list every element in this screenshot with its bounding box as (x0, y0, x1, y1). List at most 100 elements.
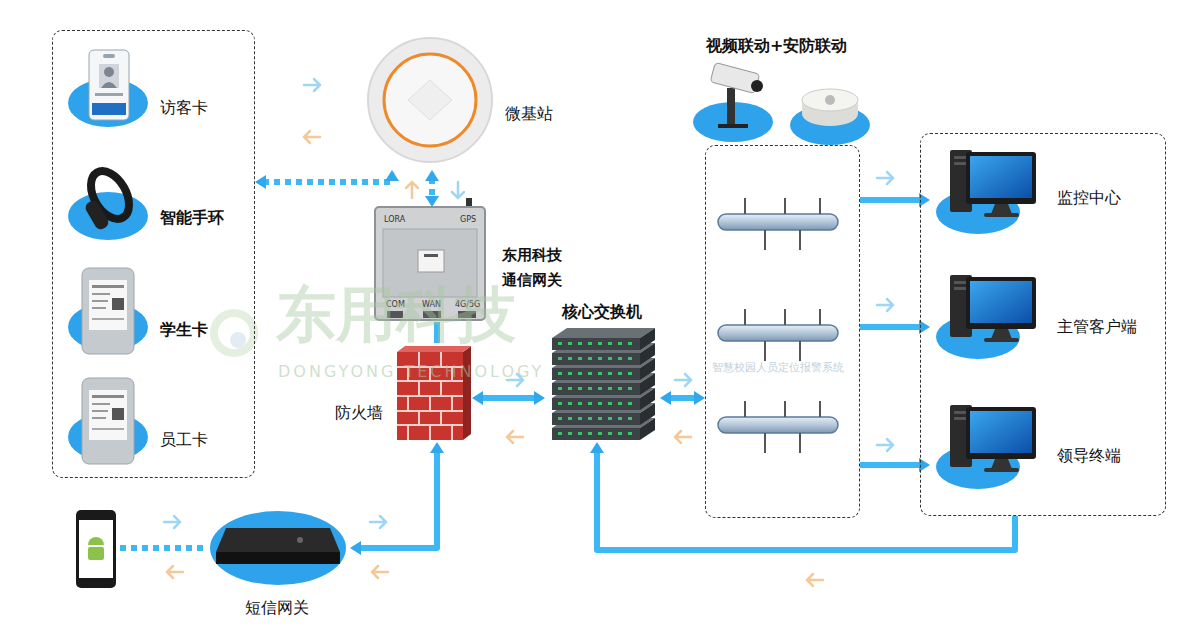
smart-band-icon (83, 199, 110, 232)
visitor-card-icon (103, 54, 115, 58)
staff-card: 员工卡 (62, 372, 247, 472)
arrow-head (350, 541, 361, 555)
arrow-head (430, 442, 444, 453)
label-anchor: 东用科技 (276, 284, 516, 344)
camera-icon (727, 88, 735, 124)
visitor-card-icon (104, 67, 114, 77)
node-label: 访客卡 (160, 98, 208, 118)
flow-arrow-orange (807, 574, 823, 586)
sms-gateway-icon (210, 511, 346, 585)
connector-line (860, 462, 922, 468)
student-card-icon (68, 268, 148, 354)
arrow-head (590, 442, 604, 453)
visitor-card-icon (99, 64, 119, 88)
bus-pipes (718, 401, 838, 453)
node-label: 视频联动+安防联动 (706, 36, 847, 56)
firewall: 防火墙 (330, 343, 472, 442)
firewall-icon (397, 346, 471, 352)
watermark: DONGYONG TECHNOLOGY (278, 364, 544, 380)
watermark-logo (230, 332, 246, 348)
label-anchor: GPS (460, 216, 476, 224)
connector-line (668, 395, 697, 401)
sms-gateway: 短信网关 (205, 505, 350, 623)
wireless-link (120, 548, 205, 549)
smoke-detector-icon (802, 89, 858, 111)
firewall-icon (397, 346, 471, 440)
gateway-device (424, 254, 438, 257)
connector (472, 391, 545, 405)
core-switch-icon (552, 328, 655, 350)
visitor-card-icon (92, 103, 126, 115)
flow-arrow-orange (167, 566, 183, 578)
bus-pipes (718, 309, 838, 361)
visitor-card-icon (95, 93, 123, 96)
label-anchor: LORA (384, 216, 405, 224)
arrow-head (425, 196, 439, 207)
monitor-center: 监控中心 (930, 140, 1160, 250)
computer-icons (936, 275, 1036, 359)
computer-icons (936, 405, 1036, 489)
flow-arrow-blue (675, 374, 691, 386)
staff-card-icon (68, 378, 148, 464)
connector-line (429, 178, 435, 199)
connector-line (480, 395, 537, 401)
student-card-icon (68, 268, 148, 354)
core-switch: 核心交换机 (545, 300, 660, 442)
arrow-head (425, 170, 439, 181)
visitor-card-icon (68, 50, 148, 127)
flow-arrow-blue (370, 516, 386, 528)
watermark-logo (214, 313, 254, 353)
bus-pipes (718, 198, 838, 250)
flow-arrow-blue (877, 439, 893, 451)
flow-arrow-orange (406, 182, 418, 198)
label-anchor: DONGYONG TECHNOLOGY (278, 364, 544, 380)
flow-arrow-blue (304, 79, 320, 91)
phone-icon (76, 510, 116, 588)
port-label: LORA (384, 216, 405, 224)
watermark: 智慧校园人员定位报警系统 (712, 362, 844, 373)
micro-base-station-icon (368, 38, 492, 162)
visitor-card: 访客卡 (62, 40, 247, 140)
watermark-logo (214, 313, 254, 353)
flow-arrow-orange (372, 566, 388, 578)
leader-terminal: 领导终端 (930, 395, 1160, 505)
student-card: 学生卡 (62, 262, 247, 367)
connector (660, 391, 705, 405)
connector (590, 442, 1015, 550)
flow-arrow-blue (164, 516, 180, 528)
sms-gateway-icon (216, 552, 340, 564)
device-group: 访客卡智能手环学生卡员工卡 (52, 30, 255, 478)
connector (425, 170, 439, 207)
flow-arrow-blue (164, 79, 893, 528)
micro-base-station-icon (384, 54, 476, 146)
node-label: 主管客户端 (1057, 317, 1137, 337)
phone-icon (88, 547, 104, 560)
micro-base-station-icon (368, 38, 492, 162)
node-label: 防火墙 (335, 403, 383, 423)
sms-gateway-icon (216, 528, 340, 552)
firewall-icon (463, 346, 471, 440)
staff-card-icon (68, 378, 148, 464)
connector-line (263, 178, 392, 182)
phone-icon (79, 520, 113, 578)
visitor-card-icon (101, 82, 117, 88)
smoke-detector-icon (825, 95, 835, 105)
linkage-bus-box: 视频联动+安防联动 (705, 145, 860, 518)
computer-icons (936, 150, 1036, 489)
node-label: 核心交换机 (562, 302, 642, 322)
wireless-link (120, 545, 205, 551)
flow-arrow-orange (507, 431, 523, 443)
micro-base-station-icon (408, 80, 452, 120)
flow-arrow-orange (675, 431, 691, 443)
core-switch-icon (552, 328, 655, 440)
client-group: 监控中心主管客户端领导终端 (920, 133, 1166, 516)
flow-arrow-blue (877, 299, 893, 311)
bus-pipes (718, 198, 838, 453)
node-label: 员工卡 (160, 430, 208, 450)
smart-band: 智能手环 (62, 150, 247, 255)
camera-icon (751, 80, 763, 92)
connector (255, 170, 399, 189)
connector-line (597, 450, 1015, 550)
node-label: 微基站 (505, 104, 553, 124)
